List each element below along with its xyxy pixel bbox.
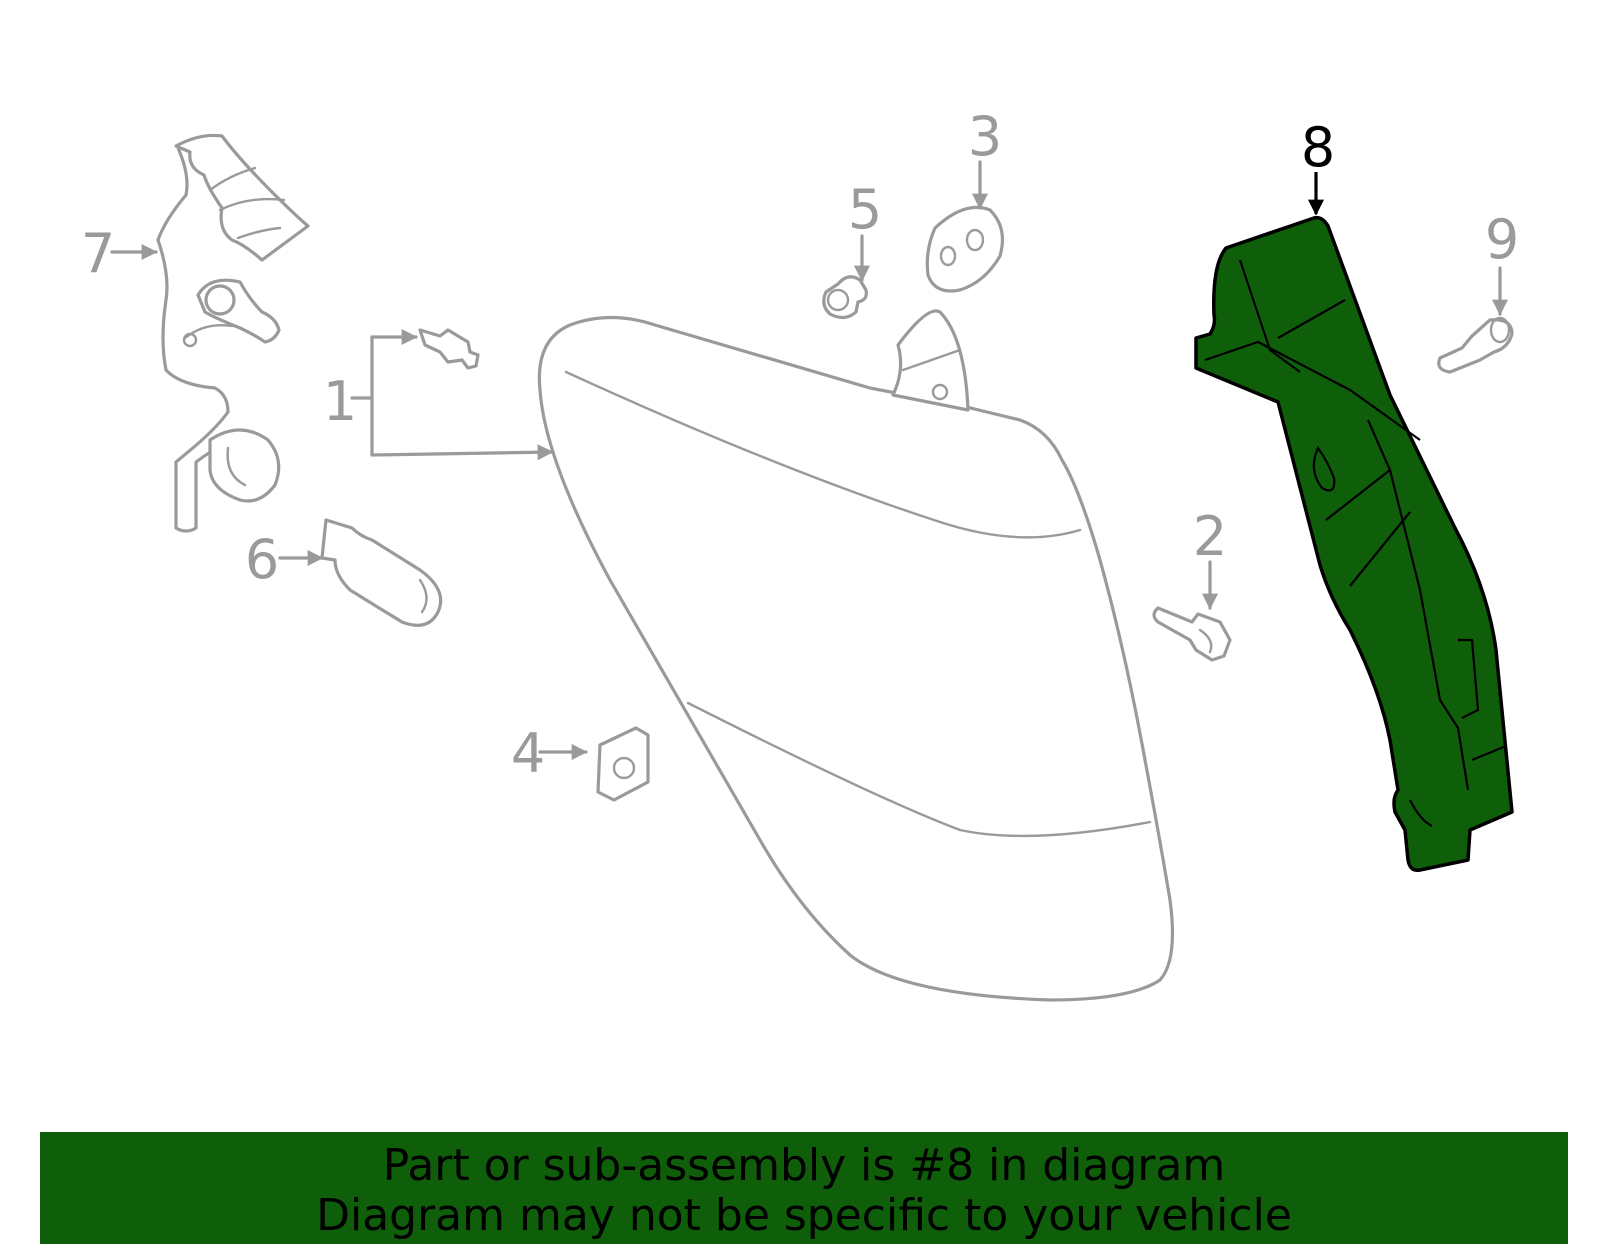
callout-arrows [110,160,1508,760]
bulb-socket-part-1 [418,328,480,370]
info-banner: Part or sub-assembly is #8 in diagram Di… [40,1132,1568,1244]
callout-8: 8 [1301,116,1335,179]
banner-line-2: Diagram may not be specific to your vehi… [316,1190,1292,1241]
banner-line-1: Part or sub-assembly is #8 in diagram [382,1140,1226,1191]
rivet-part-9 [1437,316,1514,374]
callout-6: 6 [245,528,279,591]
grommet-part-3 [925,205,1004,293]
callout-9: 9 [1485,208,1519,271]
callout-5: 5 [848,178,882,241]
callout-4: 4 [511,722,545,785]
tail-lamp-assembly [537,309,1175,1002]
clip-part-5 [822,275,868,320]
callout-2: 2 [1193,505,1227,568]
nut-part-4 [596,726,650,802]
screw-part-2 [1152,606,1232,662]
highlighted-part-8 [1194,215,1514,873]
bulb-part-6 [320,518,443,627]
socket-harness-part-7 [156,133,310,533]
callout-1: 1 [323,370,357,433]
callout-3: 3 [968,105,1002,168]
callout-7: 7 [81,222,115,285]
